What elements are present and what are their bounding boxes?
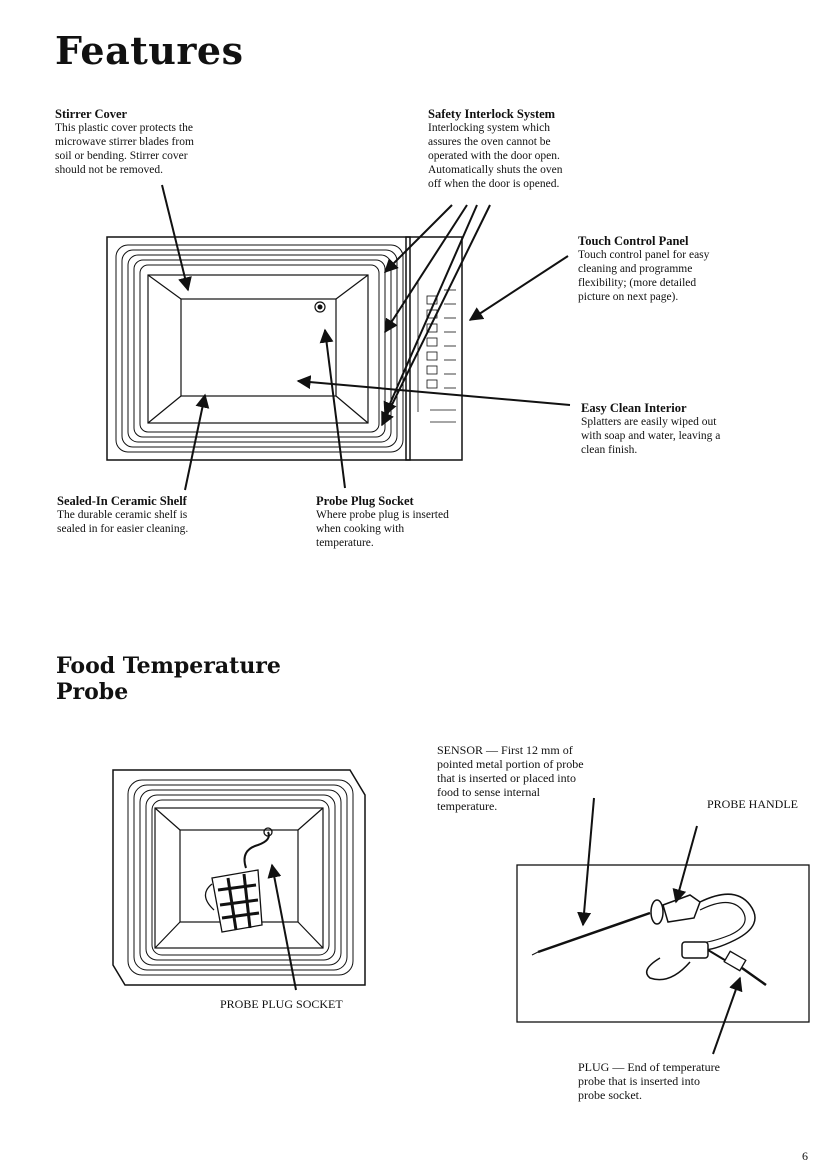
microwave-oven-illustration bbox=[106, 236, 463, 461]
callout-arrows-probe bbox=[577, 797, 743, 1055]
caption-plug: PLUG — End of temperature probe that is … bbox=[578, 1060, 720, 1102]
page-number: 6 bbox=[802, 1149, 808, 1163]
callout-probe-plug-socket: Probe Plug Socket Where probe plug is in… bbox=[316, 494, 546, 550]
callout-heading: Sealed-In Ceramic Shelf bbox=[57, 494, 187, 508]
callout-heading: Safety Interlock System bbox=[428, 107, 556, 121]
cup-icon bbox=[204, 827, 273, 933]
callout-body: Where probe plug is inserted when cookin… bbox=[316, 509, 449, 549]
arrow-probe-socket bbox=[267, 863, 297, 991]
callout-safety-interlock: Safety Interlock System Interlocking sys… bbox=[428, 107, 658, 191]
caption-probe-plug-socket: PROBE PLUG SOCKET bbox=[220, 997, 343, 1011]
callout-heading: Easy Clean Interior bbox=[581, 401, 687, 415]
page-title: Features bbox=[55, 28, 244, 73]
callout-body: Interlocking system which assures the ov… bbox=[428, 122, 563, 190]
caption-sensor: SENSOR — First 12 mm of pointed metal po… bbox=[437, 743, 584, 813]
callout-heading: Probe Plug Socket bbox=[316, 494, 414, 508]
callout-arrows-top bbox=[161, 184, 571, 491]
caption-probe-handle: PROBE HANDLE bbox=[707, 797, 799, 811]
section-title-food-temperature-probe: Food Temperature Probe bbox=[56, 653, 281, 705]
callout-heading: Stirrer Cover bbox=[55, 107, 128, 121]
callout-easy-clean-interior: Easy Clean Interior Splatters are easily… bbox=[581, 401, 811, 457]
callout-ceramic-shelf: Sealed-In Ceramic Shelf The durable cera… bbox=[57, 494, 287, 536]
oven-with-probe-illustration bbox=[112, 769, 366, 986]
callout-touch-control-panel: Touch Control Panel Touch control panel … bbox=[578, 234, 808, 304]
probe-illustration bbox=[516, 864, 810, 1023]
callout-body: Touch control panel for easy cleaning an… bbox=[578, 249, 710, 303]
callout-stirrer-cover: Stirrer Cover This plastic cover protect… bbox=[55, 107, 295, 177]
callout-body: The durable ceramic shelf is sealed in f… bbox=[57, 509, 189, 535]
callout-body: Splatters are easily wiped out with soap… bbox=[581, 416, 721, 456]
callout-heading: Touch Control Panel bbox=[578, 234, 689, 248]
callout-body: This plastic cover protects the microwav… bbox=[55, 122, 194, 176]
